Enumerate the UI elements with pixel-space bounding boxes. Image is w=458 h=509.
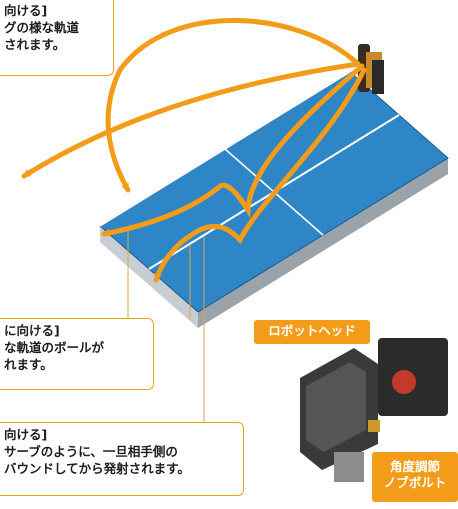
ping-pong-table	[99, 71, 449, 328]
callout-bottom-line2: サーブのように、一旦相手側の	[4, 444, 178, 459]
robot-launcher-icon	[358, 44, 384, 94]
callout-middle-line1: に向ける]	[4, 323, 60, 338]
angle-knob-label: 角度調節 ノブボルト	[372, 452, 458, 502]
callout-top-line2: グの様な軌道	[4, 20, 80, 35]
callout-middle-line3: れます。	[4, 357, 53, 372]
callout-bottom-line1: 向ける]	[4, 427, 48, 442]
callout-middle: に向ける] な軌道のボールが れます。	[0, 318, 154, 390]
callout-middle-line2: な軌道のボールが	[4, 340, 105, 355]
callout-bottom-line3: バウンドしてから発射されます。	[4, 461, 190, 476]
robot-head-label: ロボットヘッド	[254, 320, 370, 344]
callout-top-line1: 向ける]	[4, 3, 48, 18]
callout-bottom: 向ける] サーブのように、一旦相手側の バウンドしてから発射されます。	[0, 422, 244, 496]
callout-top-line3: されます。	[4, 37, 66, 52]
callout-top: 向ける] グの様な軌道 されます。	[0, 0, 114, 76]
orange-trajectory-arrow	[21, 18, 367, 283]
robot-head-image	[290, 338, 448, 484]
